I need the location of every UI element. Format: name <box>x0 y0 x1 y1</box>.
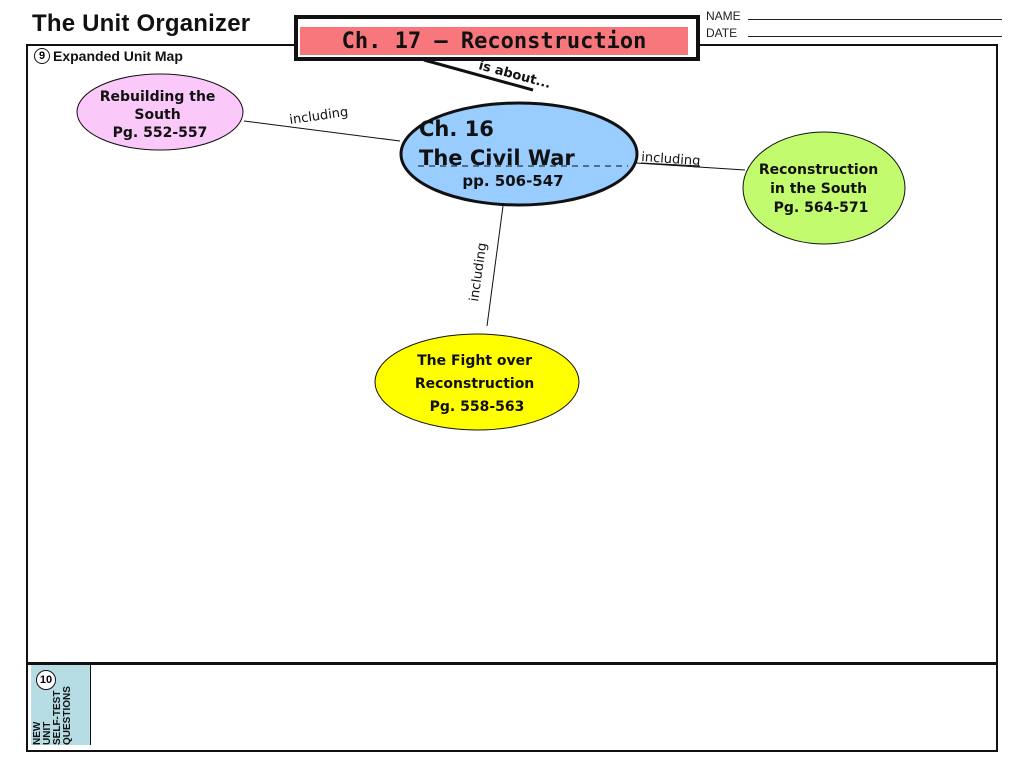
node-reconstruction-south-text: Reconstruction in the South Pg. 564-571 <box>759 162 883 216</box>
including-label-left: including <box>288 105 349 128</box>
including-label-bottom: including <box>467 242 490 303</box>
node-fight-over-line-1: The Fight over <box>417 353 532 369</box>
section-10-number-badge: 10 <box>36 670 56 690</box>
section-number-badge: 9 <box>34 48 50 64</box>
section-10-label: NEW UNIT SELF-TEST QUESTIONS <box>32 673 73 745</box>
node-reconstruction-in-the-south <box>742 131 906 245</box>
node-reconstruction-south-line-1: Reconstruction <box>759 162 878 178</box>
including-underline <box>640 162 701 167</box>
node-rebuilding-line-2: South <box>134 107 180 123</box>
node-fight-over-text: The Fight over Reconstruction Pg. 558-56… <box>415 353 539 415</box>
node-rebuilding-line-1: Rebuilding the <box>100 89 216 105</box>
including-label-right: including <box>641 150 701 169</box>
date-field[interactable] <box>748 36 1002 37</box>
name-field[interactable] <box>748 19 1002 20</box>
section-divider <box>28 662 998 665</box>
link-is-about-line <box>423 58 534 92</box>
node-fight-over-reconstruction <box>374 333 580 431</box>
page-title: The Unit Organizer <box>32 10 251 37</box>
section-9-label: Expanded Unit Map <box>53 48 183 64</box>
chapter-banner: Ch. 17 – Reconstruction <box>294 15 700 61</box>
chapter-banner-fill: Ch. 17 – Reconstruction <box>300 27 688 55</box>
node-rebuilding-the-south <box>76 73 244 151</box>
node-central-line-1: Ch. 16 <box>419 117 494 141</box>
self-test-questions-area[interactable] <box>92 665 996 750</box>
node-reconstruction-south-line-3: Pg. 564-571 <box>774 200 869 216</box>
node-reconstruction-south-line-2: in the South <box>770 181 867 197</box>
link-rebuilding-line <box>243 120 401 142</box>
node-central-civil-war <box>399 101 639 207</box>
date-label: DATE <box>706 26 738 40</box>
section-10-label-line-4: QUESTIONS <box>62 686 73 745</box>
node-rebuilding-line-3: Pg. 552-557 <box>113 125 208 141</box>
link-fight-over-line <box>486 205 504 327</box>
name-label: NAME <box>706 9 741 23</box>
node-central-line-3: pp. 506-547 <box>462 172 563 190</box>
is-about-label: is about... <box>477 58 552 92</box>
node-fight-over-line-3: Pg. 558-563 <box>430 399 525 415</box>
node-rebuilding-text: Rebuilding the South Pg. 552-557 <box>100 89 221 141</box>
section-9-heading: 9 Expanded Unit Map <box>34 48 183 64</box>
chapter-title: Ch. 17 – Reconstruction <box>341 28 647 54</box>
section-10-sidebar: 10 NEW UNIT SELF-TEST QUESTIONS <box>31 665 91 745</box>
node-fight-over-line-2: Reconstruction <box>415 376 534 392</box>
